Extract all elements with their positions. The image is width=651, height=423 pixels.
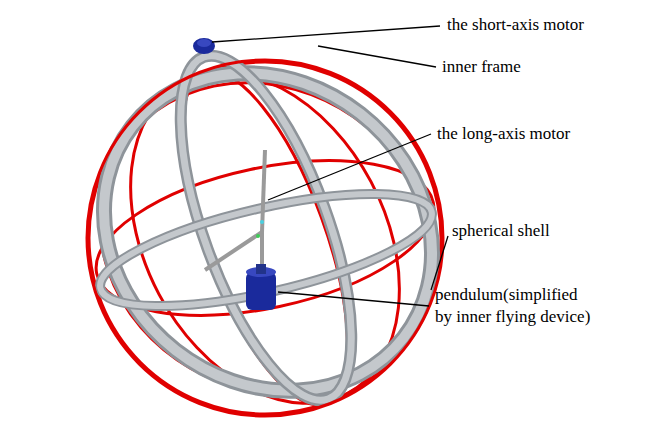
- short-axis-motor: [193, 38, 215, 54]
- shell-rings: [87, 60, 443, 416]
- part-label: the short-axis motor: [447, 14, 584, 36]
- long-axis-rod: [205, 150, 265, 272]
- inner-frame: [40, 8, 496, 423]
- part-label: the long-axis motor: [437, 123, 570, 145]
- leader-line: [212, 26, 448, 306]
- axis-marker: [256, 234, 260, 238]
- pendulum: [246, 264, 276, 310]
- part-label: pendulum(simplified by inner flying devi…: [435, 284, 594, 328]
- axis-marker: [260, 220, 264, 224]
- part-label: spherical shell: [452, 220, 550, 242]
- part-label: inner frame: [442, 56, 521, 78]
